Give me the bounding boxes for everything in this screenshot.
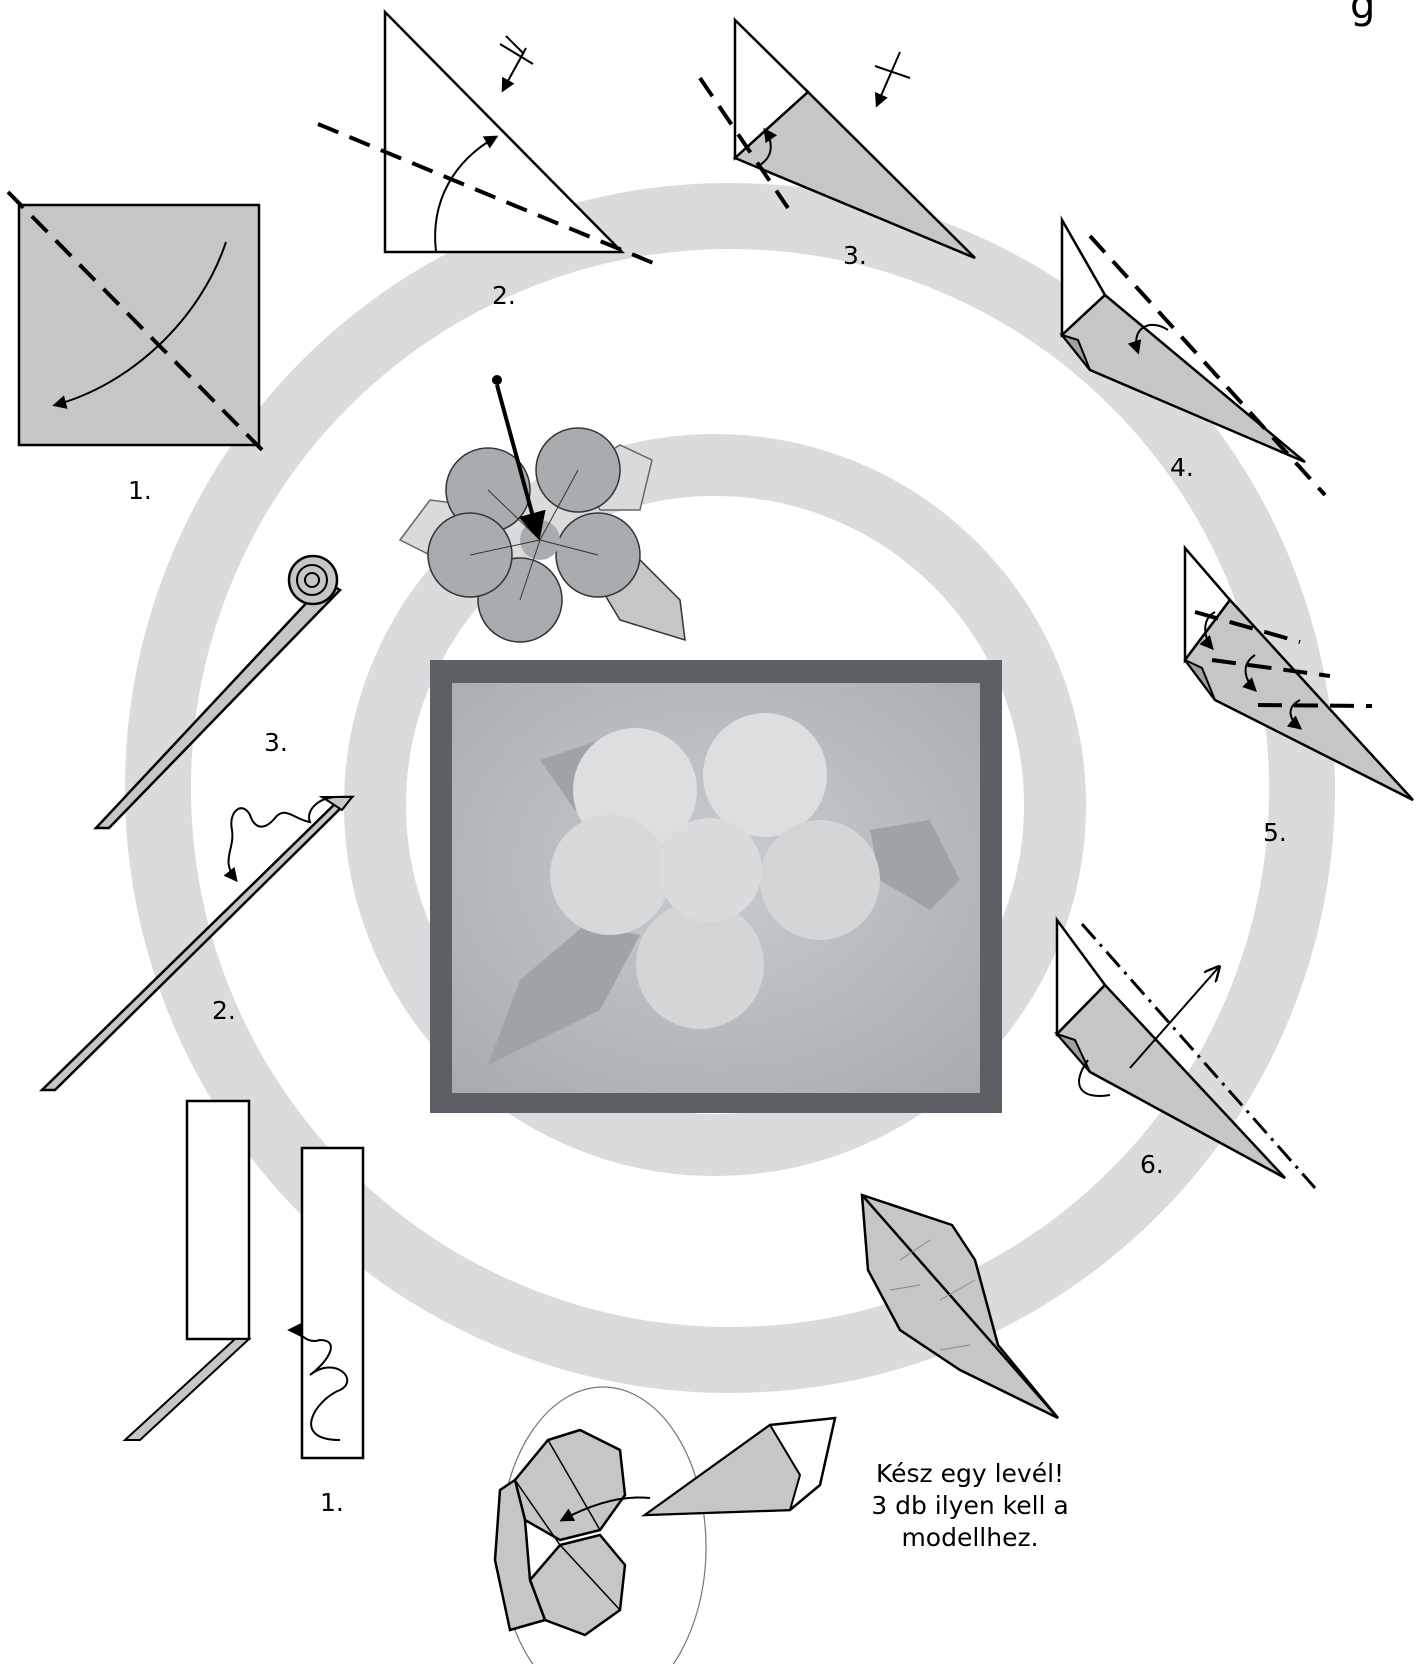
- outer-step5-label: 5.: [1263, 820, 1287, 845]
- note-line-1: Kész egy levél!: [840, 1458, 1100, 1490]
- assembly-detail: [495, 1387, 835, 1664]
- outer-step6-label: 6.: [1140, 1152, 1164, 1177]
- corner-mark: g: [1350, 0, 1375, 28]
- outer-step4-label: 4.: [1170, 455, 1194, 480]
- completion-note: Kész egy levél! 3 db ilyen kell a modell…: [840, 1458, 1100, 1553]
- outer-step2-label: 2.: [492, 283, 516, 308]
- finished-model-photo: [430, 660, 1002, 1113]
- note-line-3: modellhez.: [840, 1522, 1100, 1554]
- inner-step2-label: 2.: [212, 998, 236, 1023]
- inner-step1-label: 1.: [320, 1490, 344, 1515]
- outer-step3-label: 3.: [843, 243, 867, 268]
- inner-step3-label: 3.: [264, 730, 288, 755]
- inner-step1-strip: [125, 1101, 363, 1458]
- note-line-2: 3 db ilyen kell a: [840, 1490, 1100, 1522]
- outer-step1-label: 1.: [128, 478, 152, 503]
- outer-step1-square: [8, 192, 268, 456]
